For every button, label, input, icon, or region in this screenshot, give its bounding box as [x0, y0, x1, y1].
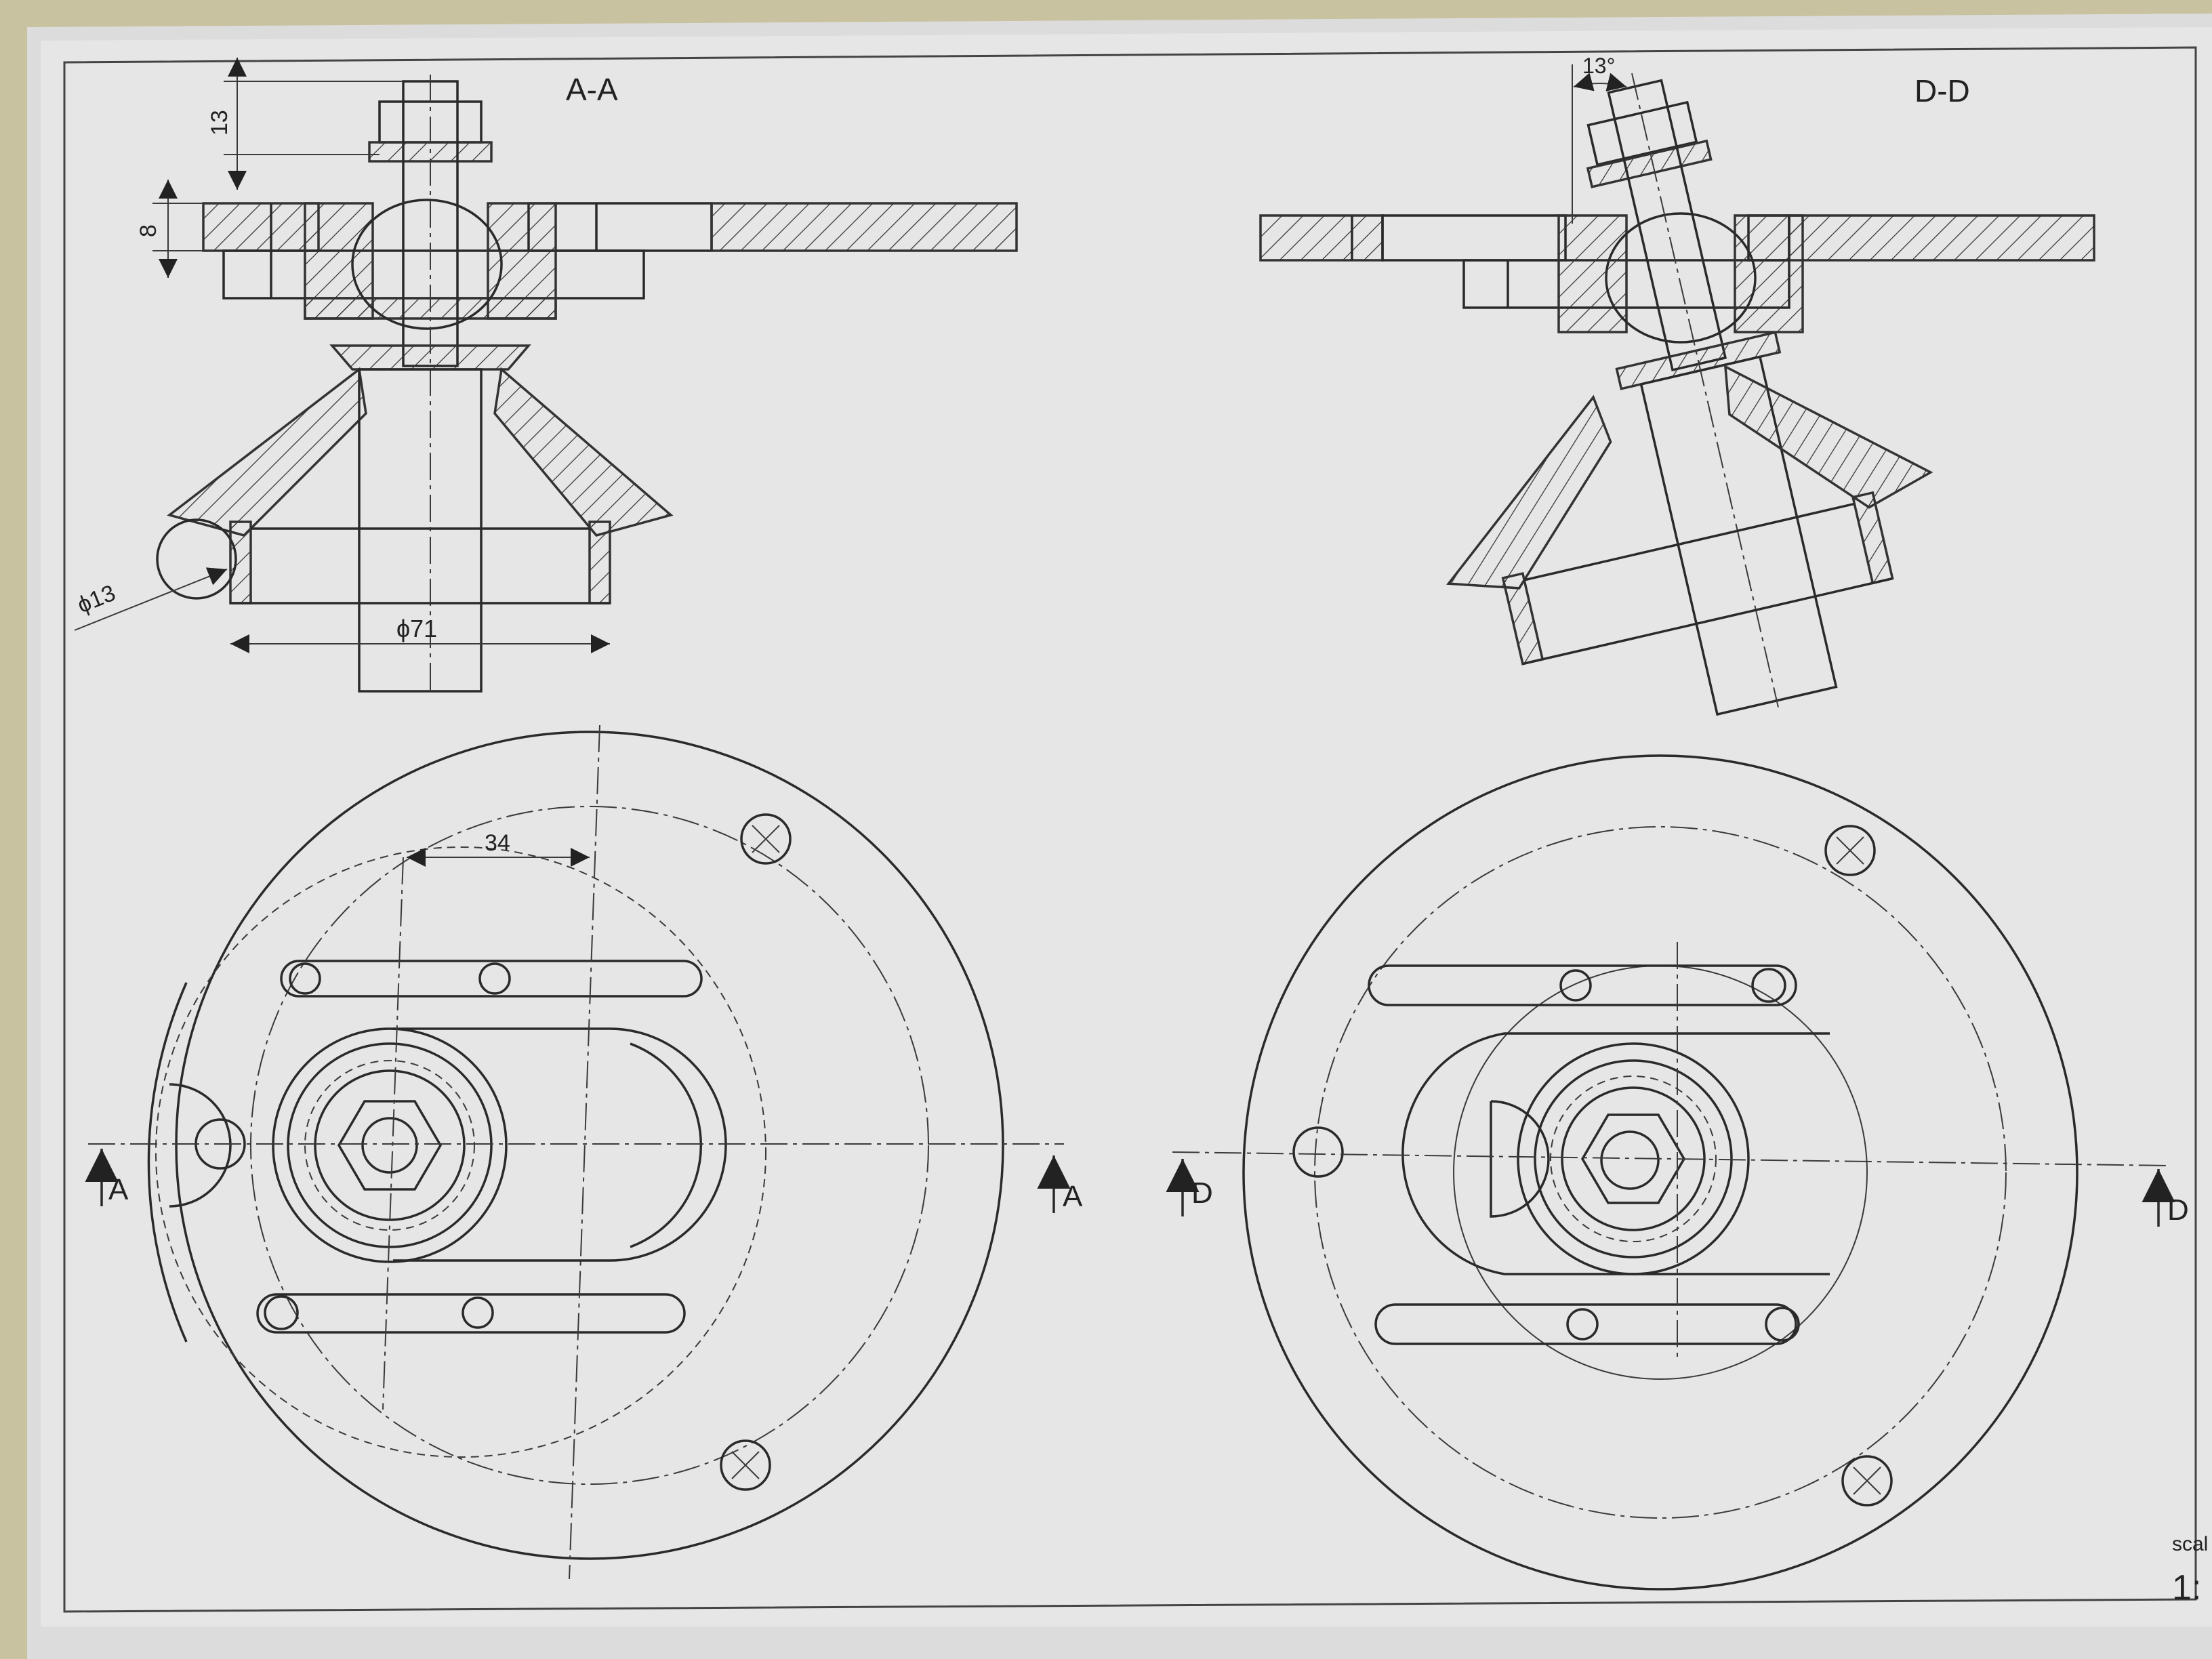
ball-joint	[351, 199, 503, 330]
left-hole	[1292, 1126, 1344, 1178]
plate-right	[1788, 214, 2095, 262]
dim-34-label: 34	[485, 830, 510, 856]
notch	[169, 1083, 232, 1208]
shaft-circle	[361, 1117, 418, 1174]
section-marker-d-right: D	[2167, 1193, 2189, 1227]
bolt-hole-bottom	[720, 1439, 771, 1491]
section-marker-a-right: A	[1063, 1180, 1083, 1213]
slot-hole	[289, 962, 321, 995]
section-d-title: D-D	[1914, 73, 1970, 108]
slot-hole	[462, 1296, 494, 1329]
d-plate-notch	[1490, 1100, 1550, 1218]
tilted-cone	[1446, 365, 1933, 665]
slot-hole	[1751, 968, 1786, 1003]
dim-d13-leader	[74, 567, 228, 631]
bearing-outer	[272, 1027, 508, 1263]
centerline-offset	[382, 857, 404, 1410]
bearing-dashed	[304, 1060, 475, 1231]
housing-left	[1557, 214, 1628, 333]
bolt-hole-top	[1824, 825, 1876, 876]
cup-right-wall	[588, 520, 611, 605]
scale-label: scal	[2172, 1533, 2208, 1555]
housing-right	[1734, 214, 1804, 333]
washer	[1586, 139, 1713, 188]
slot-upper	[280, 960, 703, 998]
plan-view-a: 34 A A	[85, 724, 1083, 1580]
dim-d71-label: ϕ71	[396, 615, 437, 642]
outer-plate	[175, 731, 1004, 1560]
slot-lower	[1374, 1303, 1797, 1345]
hex-nut	[1580, 1113, 1686, 1204]
dim-8-label: 8	[136, 224, 161, 237]
shaft-lower	[358, 368, 483, 693]
slot-hole	[264, 1295, 299, 1330]
outer-plate	[1242, 754, 2078, 1591]
groove-circle	[156, 518, 237, 600]
slot-upper	[1368, 964, 1797, 1006]
bolt-circle	[1314, 826, 2007, 1519]
plan-view-d: D D	[1166, 754, 2189, 1591]
shaft-centerline	[1631, 73, 1779, 708]
bearing-dashed	[1550, 1076, 1717, 1242]
section-a-view: 13 8 ϕ13 ϕ71 A-A	[74, 58, 1018, 693]
shaft-circle	[1600, 1130, 1660, 1190]
bolt-circle	[250, 806, 929, 1485]
bearing-mid	[1534, 1059, 1733, 1258]
dim-angle-arc	[1573, 73, 1627, 91]
plate-right	[710, 202, 1018, 252]
collar	[329, 344, 531, 371]
slot-hole	[1566, 1308, 1599, 1340]
dim-13-label: 13	[207, 110, 232, 136]
section-marker-a-left: A	[108, 1173, 129, 1206]
plate-left	[202, 202, 320, 252]
cup-rim	[1523, 502, 1855, 581]
paper-sheet	[41, 27, 2212, 1626]
centerline-vertical	[569, 724, 600, 1580]
section-d-view: 13° D-D	[1259, 54, 2095, 716]
bearing-inner	[1561, 1086, 1706, 1231]
cup-left-wall	[229, 520, 252, 605]
offset-disk	[147, 982, 188, 1343]
section-marker-d-left: D	[1191, 1176, 1213, 1210]
nut	[1586, 100, 1698, 167]
centerline-horizontal	[1172, 1151, 2169, 1166]
tilted-shaft	[1586, 73, 1838, 716]
bolt-hole-top	[740, 813, 792, 865]
hex-nut	[337, 1100, 443, 1191]
cup-bottom	[1522, 577, 1893, 665]
offset-disk-dashed	[155, 846, 766, 1458]
d-plate	[1401, 1032, 1830, 1275]
bearing-mid	[287, 1042, 493, 1248]
d-plate-inner	[630, 1042, 702, 1248]
bearing-outer	[1517, 1042, 1750, 1275]
slot-lower	[256, 1293, 686, 1334]
drawing-frame	[63, 46, 2197, 1613]
bolt-hole-bottom	[1841, 1455, 1893, 1507]
dim-angle-label: 13°	[1582, 54, 1615, 78]
plate-left	[1259, 214, 1384, 262]
slot-hole	[478, 962, 511, 995]
scale-value: 1:	[2172, 1568, 2201, 1607]
section-a-title: A-A	[566, 72, 618, 107]
slot-hole	[1765, 1307, 1800, 1342]
ball-joint	[1605, 212, 1757, 344]
slot-hole	[1559, 969, 1592, 1002]
